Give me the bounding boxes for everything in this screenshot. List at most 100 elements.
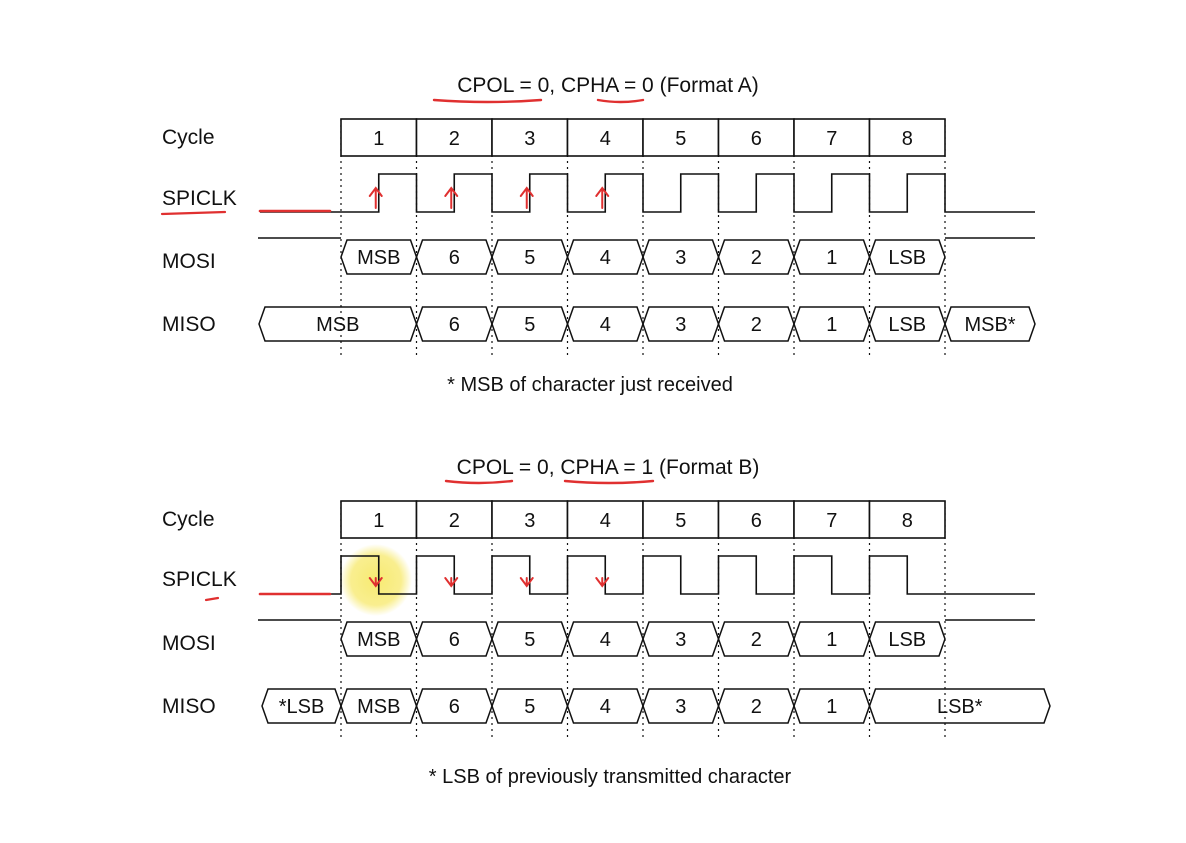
cycle-box	[340, 500, 418, 539]
bus-cell-outline	[868, 306, 946, 342]
bus-cell-label: 3	[675, 696, 686, 718]
bus-cell-outline	[258, 306, 418, 342]
bus-cell-outline	[340, 688, 418, 724]
bus-cell-label: LSB	[888, 629, 926, 651]
bus-cell-outline	[944, 306, 1036, 342]
bus-cell-label: LSB	[888, 314, 926, 336]
cycle-box	[340, 118, 418, 157]
cycle-number: 3	[524, 128, 535, 150]
red-arrow-up	[595, 186, 610, 209]
bus-cell-label: 3	[675, 314, 686, 336]
bus-cell-outline	[340, 239, 418, 275]
miso-bus: *LSB MSB 6 5 4 3 2 1 LSB*	[261, 688, 1051, 724]
panel-format-a: CPOL = 0, CPHA = 0 (Format A) Cycle SPIC…	[160, 74, 1036, 396]
bus-cell-label: 5	[524, 247, 535, 269]
cycle-number: 5	[675, 510, 686, 532]
bus-cell-label: LSB*	[937, 696, 983, 718]
bus-cell-outline	[566, 621, 644, 657]
red-arrow-down	[444, 577, 459, 588]
cycle-box	[793, 118, 871, 157]
bus-cell-outline	[717, 239, 795, 275]
bus-cell-outline	[415, 621, 493, 657]
bus-cell-label: 1	[826, 696, 837, 718]
cycle-number: 2	[449, 510, 460, 532]
footnote: * LSB of previously transmitted characte…	[429, 766, 792, 788]
cycle-box	[642, 500, 720, 539]
cycle-box	[642, 118, 720, 157]
cycle-number: 7	[826, 128, 837, 150]
bus-cell-label: 3	[675, 629, 686, 651]
bus-cell-label: 6	[449, 314, 460, 336]
bus-cell-label: MSB*	[964, 314, 1015, 336]
cycle-number: 7	[826, 510, 837, 532]
cycle-number: 3	[524, 510, 535, 532]
bus-cell-outline	[415, 688, 493, 724]
cycle-number: 1	[373, 128, 384, 150]
red-annotations	[160, 98, 645, 216]
red-arrow-up	[368, 186, 383, 209]
bus-cell-label: 4	[600, 629, 611, 651]
clock-trace	[260, 173, 1035, 213]
bus-cell-label: 1	[826, 314, 837, 336]
bus-cell-outline	[868, 239, 946, 275]
bus-cell-outline	[491, 306, 569, 342]
red-arrow-down	[595, 577, 610, 588]
bus-cell-label: 6	[449, 629, 460, 651]
bus-cell-outline	[491, 621, 569, 657]
bus-cell-label: 2	[751, 696, 762, 718]
bus-cell-label: 2	[751, 629, 762, 651]
bus-cell-label: 5	[524, 629, 535, 651]
bus-cell-label: 4	[600, 696, 611, 718]
bus-cell-outline	[642, 688, 720, 724]
bus-cell-label: MSB	[357, 696, 400, 718]
cycle-box	[566, 500, 644, 539]
row-label-miso: MISO	[162, 695, 216, 718]
bus-cell-outline	[717, 306, 795, 342]
red-arrow-up	[444, 186, 459, 209]
cycle-box	[868, 118, 946, 157]
bus-cell-label: 5	[524, 314, 535, 336]
bus-cell-outline	[642, 239, 720, 275]
bus-cell-label: 1	[826, 629, 837, 651]
bus-cell-label: 3	[675, 247, 686, 269]
bus-cell-outline	[868, 621, 946, 657]
bus-cell-outline	[717, 688, 795, 724]
bus-cell-label: LSB	[888, 247, 926, 269]
bus-cell-outline	[868, 688, 1051, 724]
cycle-box	[491, 118, 569, 157]
bus-cell-outline	[642, 306, 720, 342]
bus-cell-outline	[793, 621, 871, 657]
bus-cell-label: MSB	[357, 629, 400, 651]
row-label-mosi: MOSI	[162, 250, 216, 273]
cycle-number: 6	[751, 510, 762, 532]
cycle-box	[717, 118, 795, 157]
bus-cell-outline	[491, 239, 569, 275]
red-underline	[432, 98, 543, 104]
red-underline	[204, 596, 220, 602]
cycle-box	[415, 118, 493, 157]
bus-cell-label: 2	[751, 314, 762, 336]
bus-cell-label: 6	[449, 247, 460, 269]
cycle-box	[868, 500, 946, 539]
bus-cell-outline	[340, 621, 418, 657]
bus-cell-label: *LSB	[279, 696, 325, 718]
clock-trace	[260, 555, 1035, 595]
panel-title: CPOL = 0, CPHA = 1 (Format B)	[457, 456, 760, 479]
bus-cell-label: 5	[524, 696, 535, 718]
red-arrow-down	[519, 577, 534, 588]
spiclk-waveform	[260, 173, 1035, 213]
red-arrow-up	[519, 186, 534, 209]
spiclk-waveform	[260, 555, 1035, 595]
red-arrow-down	[368, 577, 383, 588]
red-underline	[596, 98, 645, 104]
bus-cell-label: 6	[449, 696, 460, 718]
bus-cell-outline	[793, 688, 871, 724]
bus-cell-outline	[261, 688, 342, 724]
cycle-number: 8	[902, 510, 913, 532]
bus-cell-label: MSB	[357, 247, 400, 269]
cycle-number: 1	[373, 510, 384, 532]
